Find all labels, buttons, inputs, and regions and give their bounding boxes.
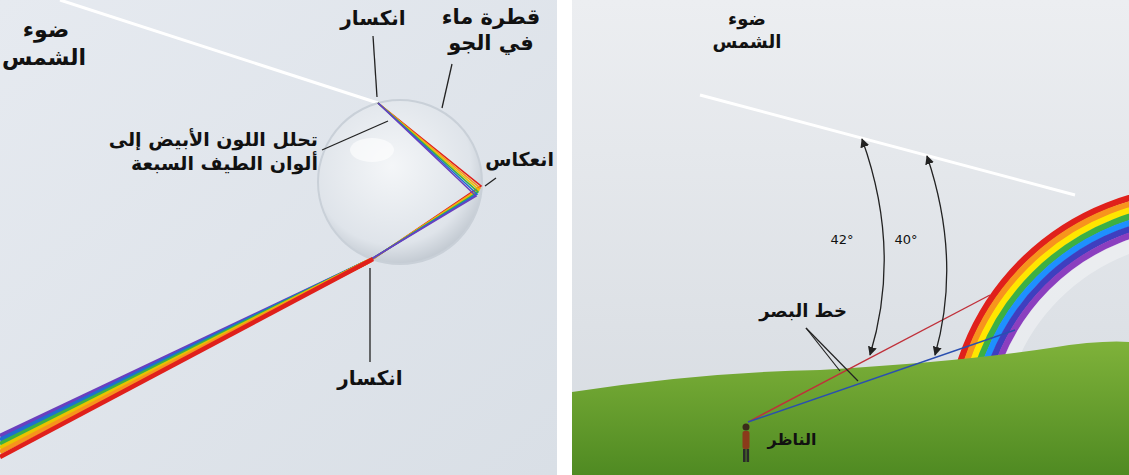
sight-line-red <box>748 295 990 422</box>
sunlight-label: ضوء الشمس <box>712 8 782 53</box>
refraction-label: انكسار <box>333 6 413 31</box>
dispersed-rays <box>363 103 481 264</box>
observer-figure <box>743 424 750 463</box>
sight-line-blue <box>748 330 1015 422</box>
sight-bracket <box>806 328 858 381</box>
reflection-label: انعكاس <box>486 148 554 172</box>
angle-label: 40° <box>886 232 926 248</box>
dispersion-label: تحلل اللون الأبيض إلى ألوان الطيف السبعة <box>78 128 318 176</box>
sun-ray <box>60 0 378 103</box>
leader-lines <box>322 36 496 362</box>
spectrum-band <box>0 259 373 457</box>
water-drop <box>318 100 482 264</box>
sun-ray <box>700 95 1075 195</box>
observer-label: الناظر <box>757 430 827 450</box>
sight-line-label: خط البصر <box>758 300 848 323</box>
angle-arc-40 <box>927 156 947 355</box>
left-panel <box>0 0 557 475</box>
angle-label: 42° <box>822 232 862 248</box>
angle-arc-42 <box>862 139 884 355</box>
drop-highlight <box>350 138 394 162</box>
sunlight-label: ضوء الشمس <box>6 16 86 71</box>
drop-label: قطرة ماء في الجو <box>432 4 550 57</box>
grass-hill <box>572 342 1129 475</box>
refraction-label: انكسار <box>330 366 410 391</box>
